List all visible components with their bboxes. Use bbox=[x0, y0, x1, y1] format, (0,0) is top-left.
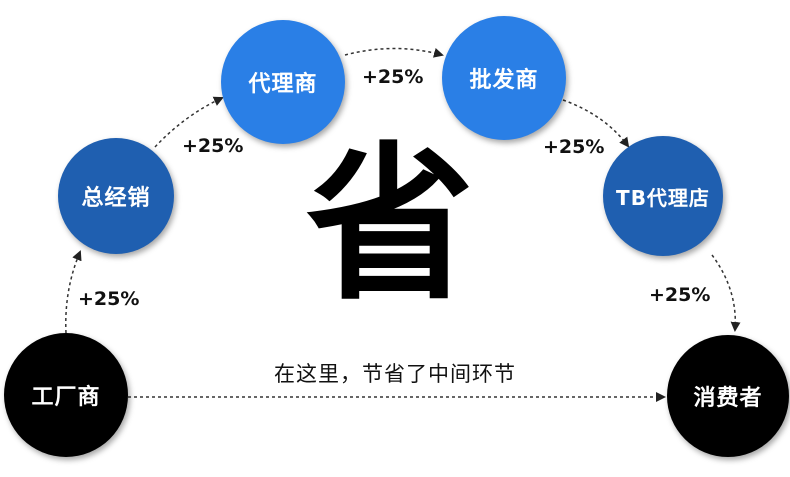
arrow-distributor-to-agent bbox=[154, 96, 224, 148]
node-factory-label: 工厂商 bbox=[31, 385, 101, 410]
node-tb-agent-store: TB代理店 bbox=[603, 136, 723, 256]
node-consumer: 消费者 bbox=[667, 335, 789, 457]
node-tb-agent-store-label: TB代理店 bbox=[616, 185, 710, 210]
node-general-distributor-label: 总经销 bbox=[81, 186, 151, 211]
node-agent-label: 代理商 bbox=[248, 72, 318, 97]
arrow-wholesaler-to-tb bbox=[562, 99, 630, 148]
node-agent: 代理商 bbox=[221, 20, 345, 144]
node-factory: 工厂商 bbox=[4, 333, 128, 457]
markup-tb-to-consumer: +25% bbox=[649, 284, 711, 306]
arrow-factory-to-distributor bbox=[65, 250, 82, 334]
node-wholesaler-label: 批发商 bbox=[469, 68, 539, 93]
bottom-caption: 在这里，节省了中间环节 bbox=[274, 362, 516, 386]
arrow-tb-to-consumer bbox=[711, 254, 741, 332]
markup-wholesaler-to-tb: +25% bbox=[543, 136, 605, 158]
markup-distributor-to-agent: +25% bbox=[182, 135, 244, 157]
node-consumer-label: 消费者 bbox=[693, 386, 763, 411]
arrow-agent-to-wholesaler bbox=[344, 47, 444, 58]
markup-agent-to-wholesaler: +25% bbox=[362, 66, 424, 88]
node-wholesaler: 批发商 bbox=[442, 16, 566, 140]
node-general-distributor: 总经销 bbox=[58, 138, 174, 254]
markup-factory-to-distributor: +25% bbox=[78, 288, 140, 310]
center-save-character: 省 bbox=[306, 127, 474, 323]
